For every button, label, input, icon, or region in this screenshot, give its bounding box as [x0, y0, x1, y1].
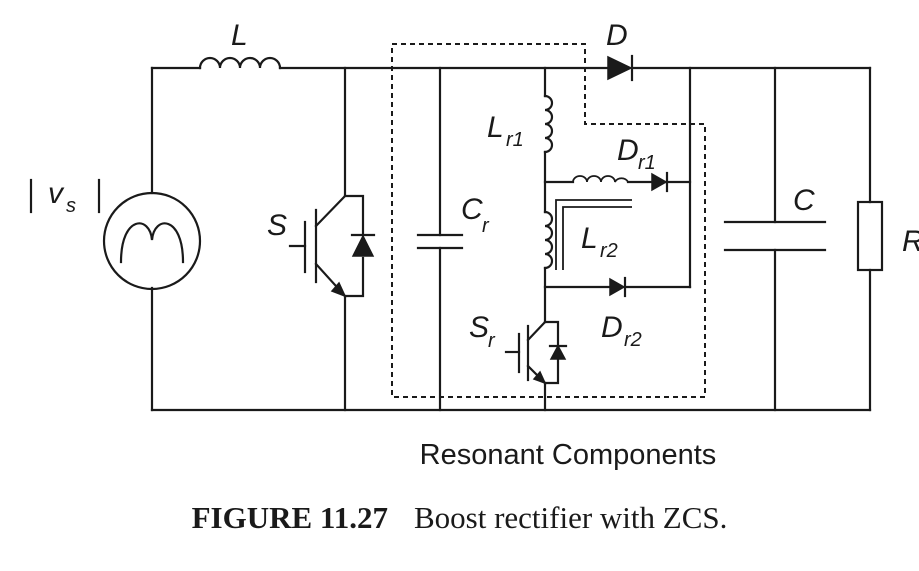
Dr1-label-subscript: r1: [638, 152, 656, 174]
figure-caption-text: Boost rectifier with ZCS.: [413, 500, 728, 535]
Cr-label-subscript: r: [482, 215, 490, 237]
diode-Dr1: [651, 171, 669, 193]
vs-label: v: [48, 177, 65, 210]
figure-number: FIGURE 11.27: [191, 500, 388, 535]
load-resistor-R: [856, 200, 884, 272]
Cr-label: C: [461, 193, 483, 226]
resonant-region-boundary: [391, 43, 706, 398]
R-label: R: [902, 225, 919, 258]
C-label: C: [793, 184, 815, 217]
Lr1-label-subscript: r1: [506, 129, 524, 151]
ac-voltage-source: [29, 178, 202, 291]
Dr2-label: D: [601, 311, 623, 344]
diode-D: [607, 54, 634, 82]
igbt-switch-Sr: [504, 320, 568, 385]
coupled-inductor-winding: [572, 175, 629, 183]
inductor-Lr2: [543, 210, 554, 270]
diode-Dr2: [609, 276, 627, 298]
coupled-inductor-core: [555, 199, 632, 270]
Lr2-label: L: [581, 222, 598, 255]
capacitor-Cr: [416, 233, 464, 250]
figure-caption: FIGURE 11.27 Boost rectifier with ZCS.: [0, 500, 919, 536]
resonant-components-label: Resonant Components: [420, 439, 717, 471]
L-label: L: [231, 19, 248, 52]
vs-label-subscript: s: [66, 195, 76, 217]
Sr-label: S: [469, 311, 489, 344]
wiring: [150, 66, 872, 412]
inductor-L: [198, 56, 282, 70]
Lr1-label: L: [487, 111, 504, 144]
S-label: S: [267, 209, 287, 242]
Dr2-label-subscript: r2: [624, 329, 642, 351]
Dr1-label: D: [617, 134, 639, 167]
Lr2-label-subscript: r2: [600, 240, 618, 262]
inductor-Lr1: [543, 94, 554, 154]
igbt-switch-S: [288, 194, 376, 298]
Sr-label-subscript: r: [488, 330, 496, 352]
D-label: D: [606, 19, 628, 52]
boost-rectifier-zcs-circuit: v s L D S C r L r1: [29, 19, 919, 471]
capacitor-C: [723, 220, 827, 252]
